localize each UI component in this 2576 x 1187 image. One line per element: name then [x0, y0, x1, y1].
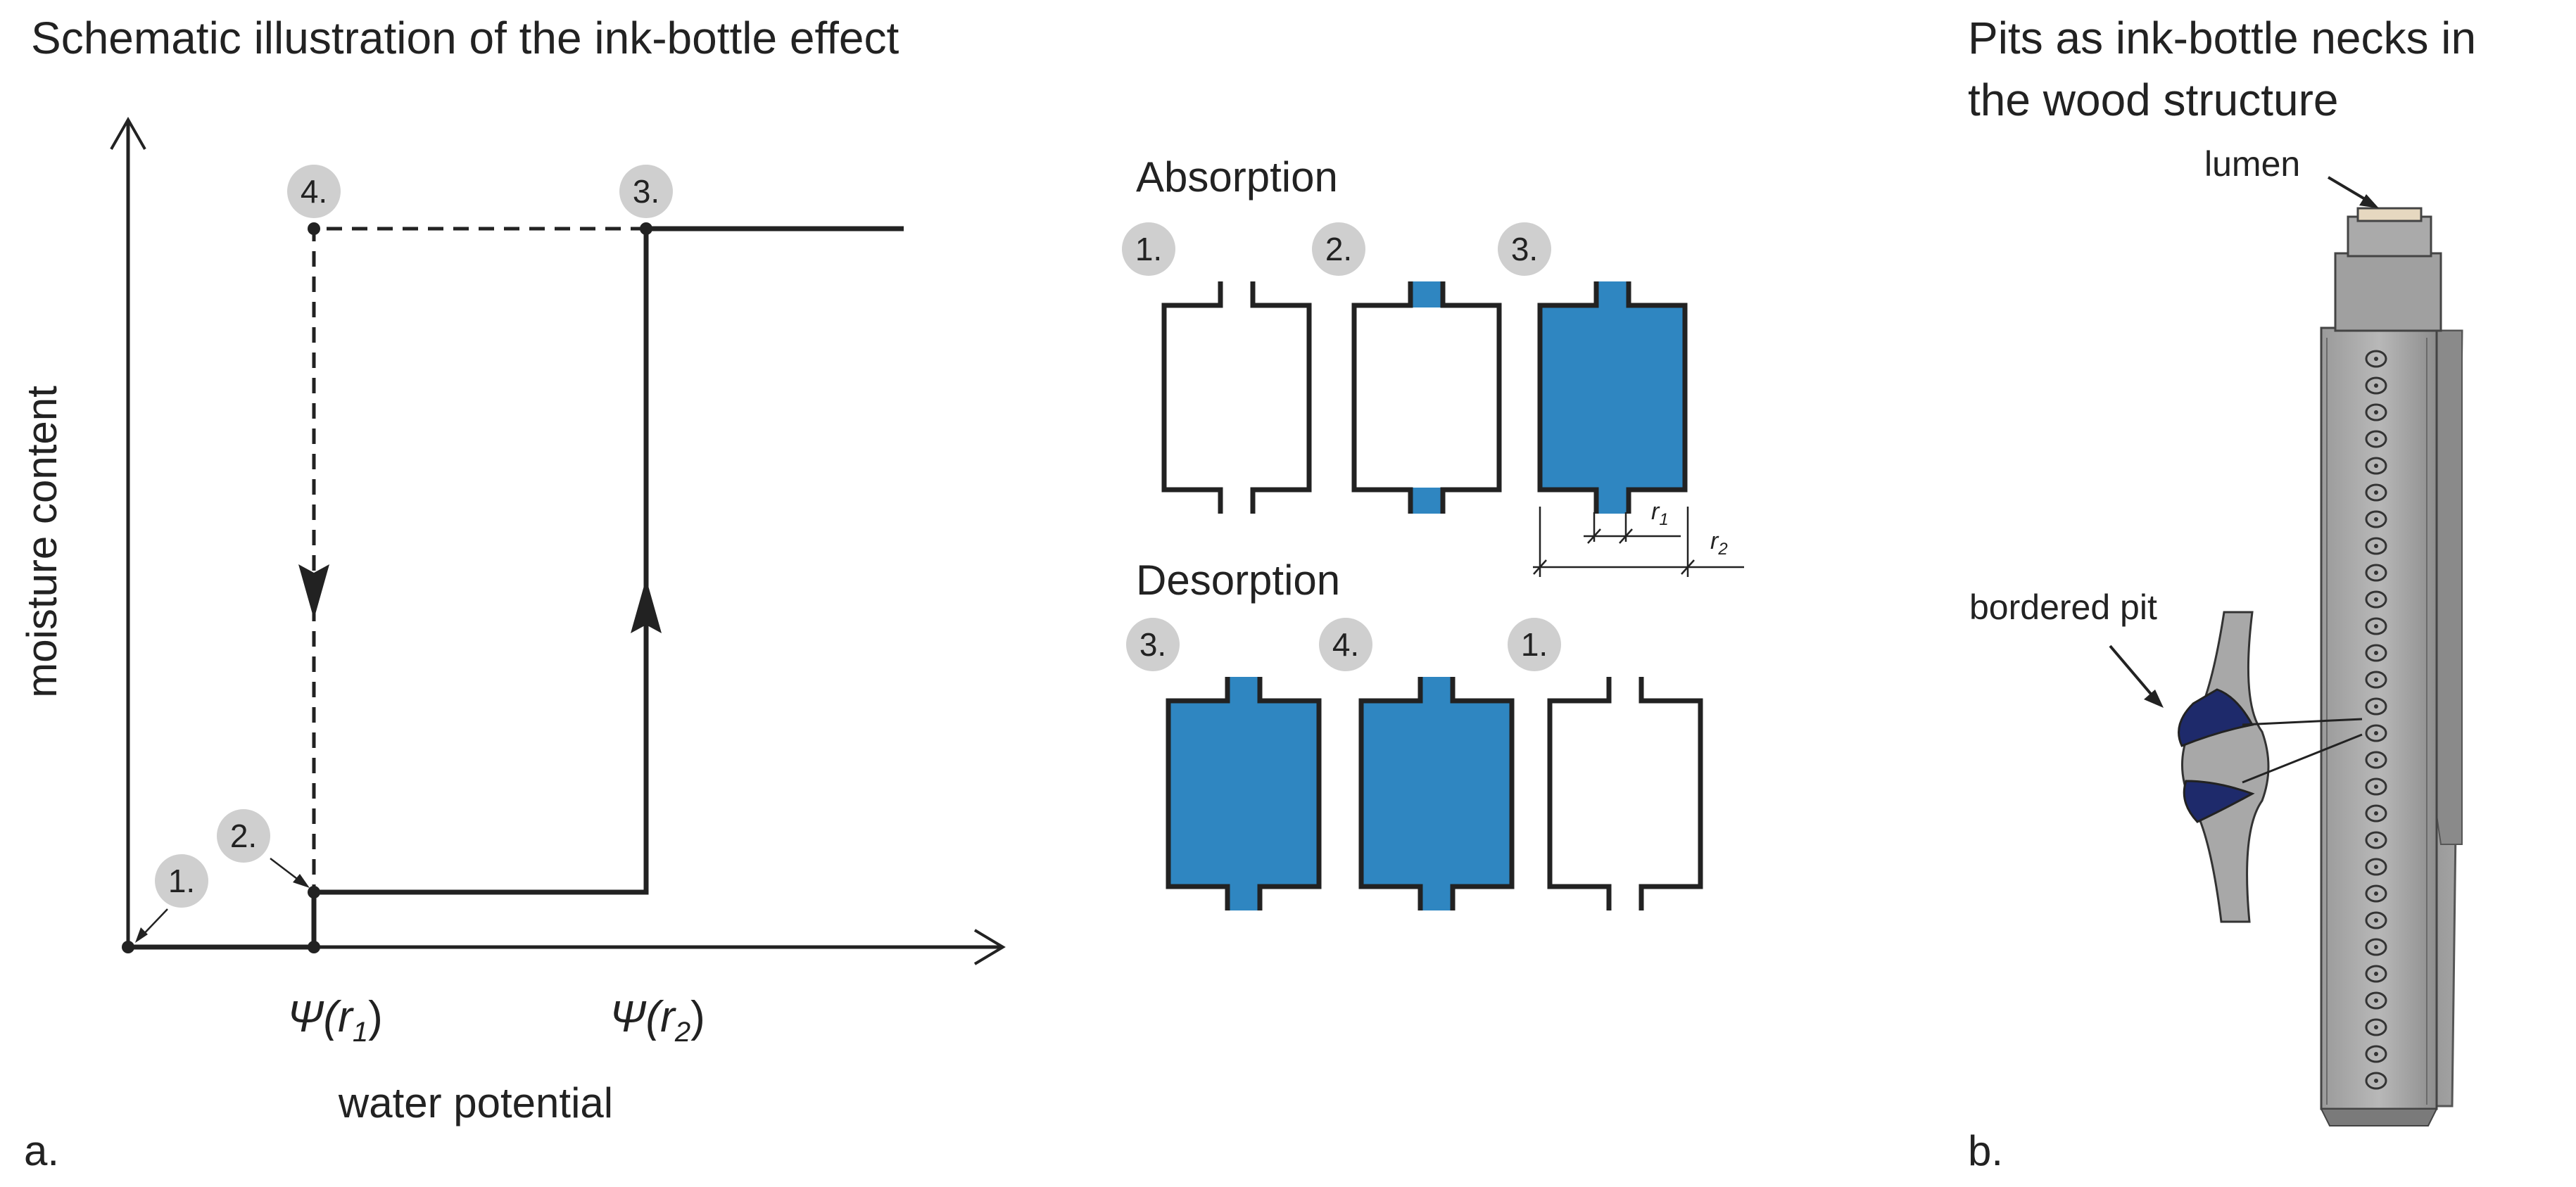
point-2-leader-head — [293, 874, 310, 888]
desorption-heading: Desorption — [1136, 557, 1340, 604]
x-tick-r2: Ψ(r2) — [610, 993, 705, 1048]
panel-b-title-line1: Pits as ink-bottle necks in — [1968, 13, 2476, 63]
point-1-badge: 1. — [155, 854, 208, 908]
absorption-pore-3-badge: 3. — [1498, 222, 1551, 276]
absorption-pore-3: 3. — [1498, 222, 1688, 514]
svg-text:3.: 3. — [1139, 626, 1166, 663]
point-4-badge: 4. — [287, 165, 341, 218]
bordered-pit-label: bordered pit — [1969, 588, 2157, 627]
desorption-pore-3: 1. — [1508, 618, 1703, 910]
panel-b-title-line2: the wood structure — [1968, 75, 2339, 125]
desorption-pore-3-badge: 1. — [1508, 618, 1561, 671]
x-tick-r1-dot — [308, 941, 320, 953]
dim-r2: r2 — [1710, 528, 1728, 559]
point-1-leader-head — [135, 927, 148, 943]
absorption-pore-2: 2. — [1312, 222, 1502, 514]
absorption-row: 1. 2. 3. — [1122, 222, 1688, 514]
point-4-dot — [308, 222, 320, 235]
bordered-pit-arrow — [2109, 645, 2159, 704]
panel-a-title: Schematic illustration of the ink-bottle… — [31, 13, 899, 63]
bordered-pit-section — [2178, 611, 2363, 923]
desorption-path — [312, 227, 646, 892]
point-2-dot — [308, 886, 320, 899]
desorption-pore-1: 3. — [1126, 618, 1322, 910]
absorption-pore-1-badge: 1. — [1122, 222, 1175, 276]
wood-tracheid-illustration — [2320, 207, 2463, 1126]
absorption-heading: Absorption — [1136, 153, 1338, 201]
absorption-pore-1: 1. — [1122, 222, 1312, 514]
svg-text:3.: 3. — [1511, 231, 1538, 267]
y-axis-arrowhead — [110, 116, 146, 150]
absorption-arrow — [631, 578, 662, 633]
svg-text:3.: 3. — [633, 173, 659, 210]
desorption-arrow — [298, 564, 329, 619]
absorption-path — [128, 226, 904, 950]
x-axis-arrowhead — [973, 929, 1006, 965]
y-axis-label: moisture content — [18, 386, 65, 698]
svg-text:1.: 1. — [1135, 231, 1162, 267]
desorption-row: 3. 4. 1. — [1126, 618, 1703, 910]
svg-text:1.: 1. — [168, 863, 195, 899]
svg-text:4.: 4. — [1332, 626, 1359, 663]
svg-text:1.: 1. — [1521, 626, 1548, 663]
hysteresis-plot: 1. 2. 4. 3. moisture content Ψ(r1) Ψ(r2)… — [18, 116, 1006, 1126]
point-3-dot — [640, 222, 652, 235]
x-axis-label: water potential — [338, 1079, 613, 1126]
desorption-pore-2: 4. — [1319, 618, 1515, 910]
lumen-label: lumen — [2204, 144, 2300, 184]
panel-b-letter: b. — [1968, 1127, 2003, 1174]
absorption-pore-2-badge: 2. — [1312, 222, 1365, 276]
desorption-pore-1-badge: 3. — [1126, 618, 1180, 671]
pore-dimension: r1 r2 — [1533, 498, 1744, 577]
svg-text:2.: 2. — [1325, 231, 1352, 267]
point-3-badge: 3. — [619, 165, 673, 218]
panel-a-letter: a. — [24, 1127, 59, 1174]
svg-text:4.: 4. — [301, 173, 327, 210]
point-2-badge: 2. — [217, 809, 270, 863]
desorption-pore-2-badge: 4. — [1319, 618, 1372, 671]
svg-text:2.: 2. — [230, 818, 257, 854]
point-1-dot — [122, 941, 134, 953]
dim-r1: r1 — [1651, 498, 1669, 529]
x-tick-r1: Ψ(r1) — [287, 993, 383, 1048]
